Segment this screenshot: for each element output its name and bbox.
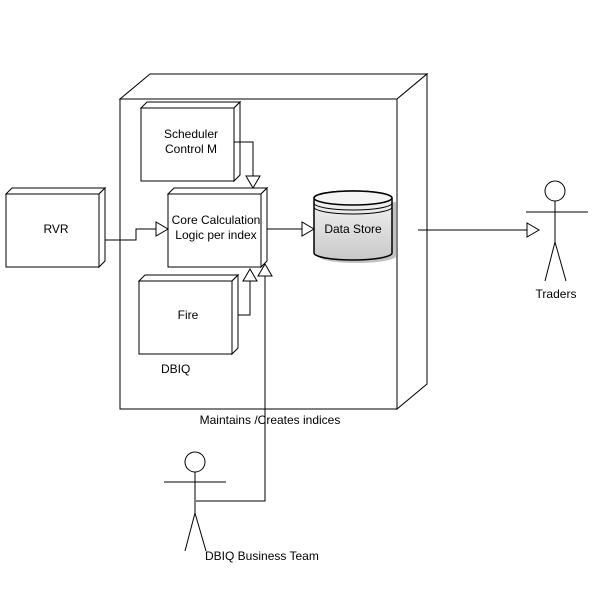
dbiq-container-label: DBIQ <box>161 362 190 376</box>
rvr-label: RVR <box>43 222 68 236</box>
edge-rvr-to-core <box>105 221 169 241</box>
traders-head-icon <box>544 180 566 202</box>
traders-actor[interactable] <box>526 180 588 282</box>
core-calculation-node[interactable] <box>166 186 269 269</box>
edge-business-team-to-core <box>196 263 273 502</box>
fire-node[interactable] <box>137 273 240 356</box>
maintains-edge-label: Maintains /Creates indices <box>200 413 341 427</box>
scheduler-label-line2: Control M <box>165 142 217 156</box>
data-store-label: Data Store <box>324 222 382 236</box>
core-calculation-label-line2: Logic per index <box>175 228 256 242</box>
traders-label: Traders <box>536 287 577 301</box>
edge-fire-to-core <box>238 268 258 316</box>
edge-scheduler-to-core <box>234 141 261 189</box>
scheduler-label-line1: Scheduler <box>164 127 218 141</box>
edge-container-to-traders <box>418 222 540 238</box>
business-team-actor[interactable] <box>164 451 226 552</box>
rvr-node[interactable] <box>4 186 107 269</box>
edge-core-to-datastore <box>267 221 315 237</box>
fire-label: Fire <box>178 308 199 322</box>
business-team-label: DBIQ Business Team <box>205 549 319 563</box>
business-team-head-icon <box>184 451 206 473</box>
core-calculation-label-line1: Core Calculation <box>172 213 261 227</box>
data-store-node[interactable] <box>313 190 396 263</box>
